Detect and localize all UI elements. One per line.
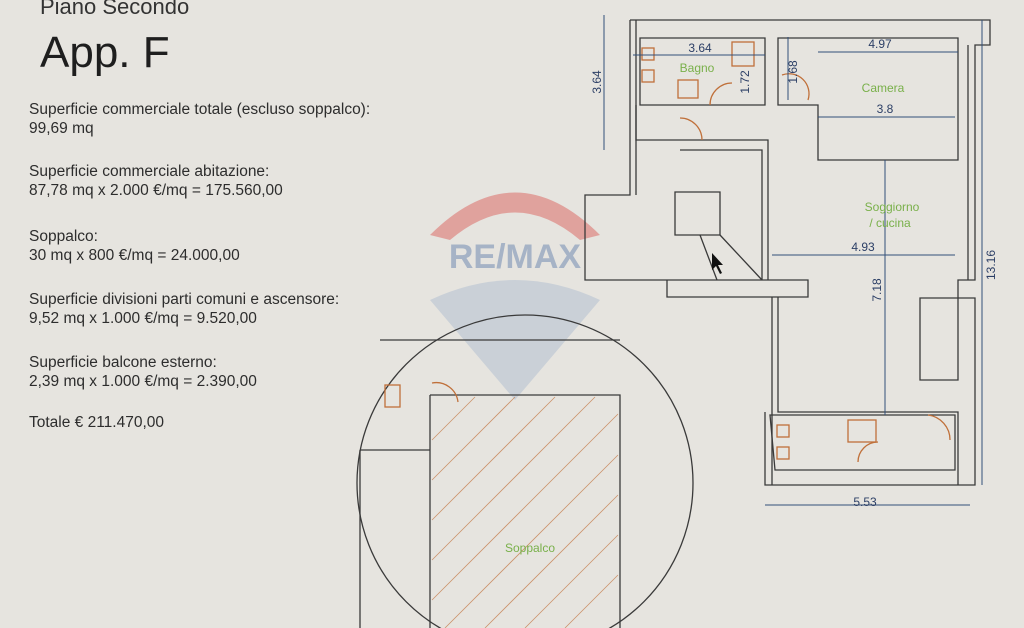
summary-label: Superficie divisioni parti comuni e asce… [29, 291, 340, 308]
dimension-lines [603, 15, 983, 506]
dim-bagno-height: 1.72 [738, 70, 752, 94]
remax-watermark: RE/MAX [430, 192, 600, 400]
summary-label: Superficie commerciale totale (escluso s… [29, 101, 371, 118]
dim-left-height: 3.64 [590, 70, 604, 94]
summary-label: Superficie balcone esterno: [29, 354, 217, 371]
summary-label: Soppalco: [29, 228, 98, 245]
summary-value: 2,39 mq x 1.000 €/mq = 2.390,00 [29, 373, 257, 390]
dim-camera-inner: 3.8 [877, 102, 894, 116]
apartment-title: App. F [40, 28, 170, 77]
mouse-cursor-icon [712, 253, 723, 274]
summary-value: 99,69 mq [29, 120, 94, 137]
summary-total-area: Superficie commerciale totale (escluso s… [29, 100, 370, 138]
dim-corridor-height: 1.68 [786, 60, 800, 84]
dim-soggiorno-width: 4.93 [851, 240, 875, 254]
dim-total-height: 13.16 [984, 250, 998, 280]
dim-bagno-width: 3.64 [688, 41, 712, 55]
summary-common-parts: Superficie divisioni parti comuni e asce… [29, 290, 339, 328]
mezzanine-hatch [431, 396, 619, 628]
summary-balcony: Superficie balcone esterno: 2,39 mq x 1.0… [29, 353, 257, 391]
dim-soggiorno-height: 7.18 [870, 278, 884, 302]
room-bagno: Bagno [680, 61, 715, 75]
fixtures [384, 41, 951, 463]
summary-grand-total: Totale € 211.470,00 [29, 414, 165, 431]
summary-value: 87,78 mq x 2.000 €/mq = 175.560,00 [29, 182, 283, 199]
summary-mezzanine: Soppalco: 30 mq x 800 €/mq = 24.000,00 [29, 227, 240, 265]
watermark-text: RE/MAX [449, 238, 582, 276]
room-soppalco: Soppalco [505, 541, 555, 555]
summary-value: 30 mq x 800 €/mq = 24.000,00 [29, 247, 240, 264]
floor-title: Piano Secondo [40, 0, 190, 19]
dim-bottom-width: 5.53 [853, 495, 877, 509]
summary-value: 9,52 mq x 1.000 €/mq = 9.520,00 [29, 310, 257, 327]
summary-dwelling: Superficie commerciale abitazione: 87,78 … [29, 162, 283, 200]
room-soggiorno: Soggiorno [865, 200, 920, 214]
summary-label: Superficie commerciale abitazione: [29, 163, 270, 180]
room-camera: Camera [862, 81, 905, 95]
labels: 3.64 Bagno 1.72 1.68 4.97 Camera 3.8 Sog… [505, 37, 998, 555]
dim-camera-width: 4.97 [868, 37, 892, 51]
room-cucina: / cucina [869, 216, 911, 230]
